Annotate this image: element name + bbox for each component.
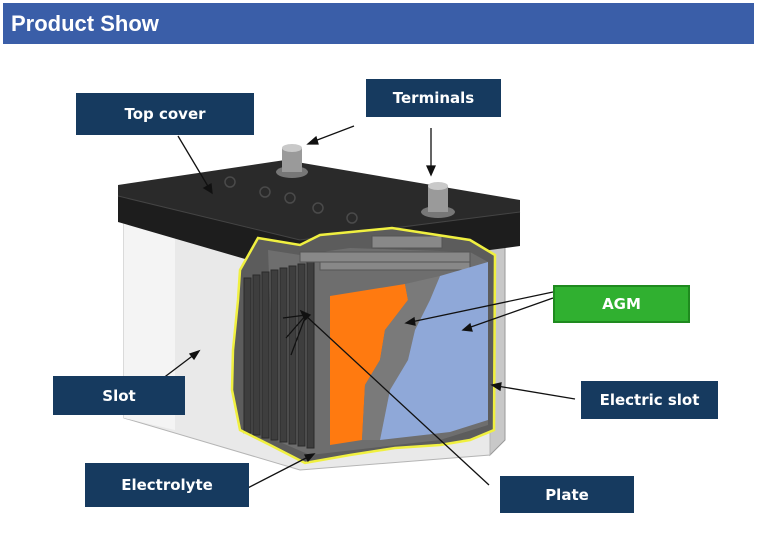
- orange-plate: [330, 284, 408, 445]
- grey-separator: [362, 276, 440, 440]
- label-agm: AGM: [553, 285, 690, 323]
- terminal-right: [421, 182, 455, 218]
- label-slot: Slot: [53, 376, 185, 415]
- page-title: Product Show: [11, 11, 159, 36]
- agm-separator-sheet: [380, 262, 488, 440]
- label-electrolyte: Electrolyte: [85, 463, 249, 507]
- title-banner: Product Show: [3, 3, 754, 44]
- plate-stack: [243, 261, 315, 449]
- leader-lines: [157, 125, 576, 496]
- terminal-left: [276, 144, 308, 178]
- top-cover-edge: [117, 195, 301, 241]
- vent-caps: [224, 176, 358, 224]
- label-electric-slot: Electric slot: [581, 381, 718, 419]
- label-top-cover: Top cover: [76, 93, 254, 135]
- cutaway-outline: [230, 226, 497, 465]
- busbars: [299, 235, 471, 271]
- label-terminals: Terminals: [366, 79, 501, 117]
- label-plate: Plate: [500, 476, 634, 513]
